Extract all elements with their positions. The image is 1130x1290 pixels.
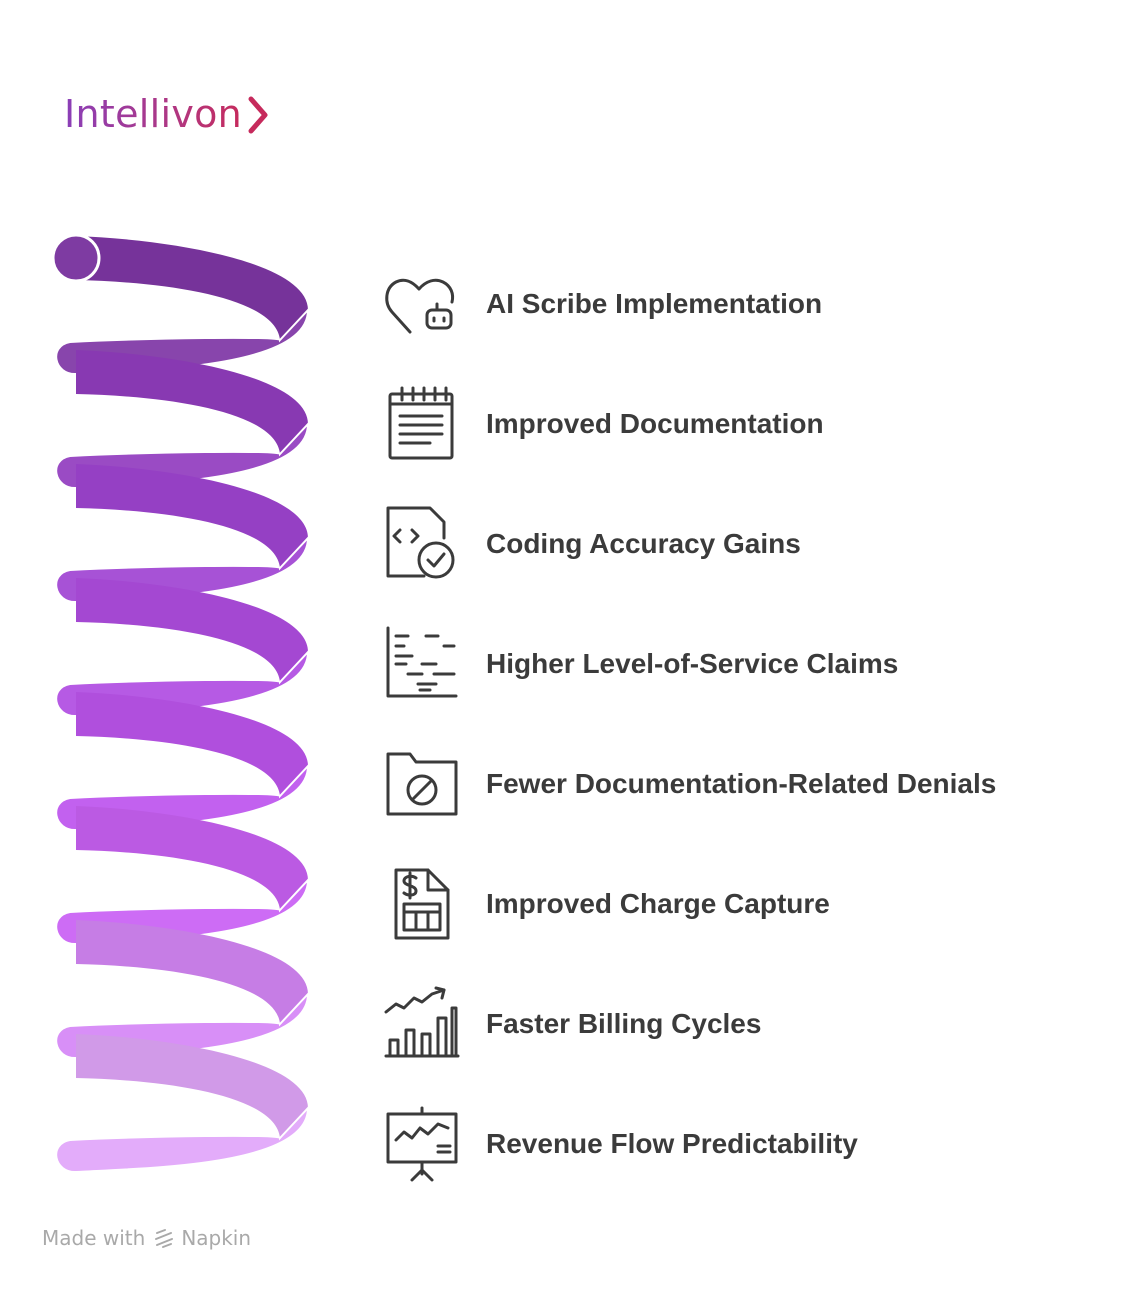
step-label: Improved Charge Capture [486,888,830,919]
brand-logo: Intellivon [64,92,270,136]
spring-back-wrap [76,350,308,454]
brand-name: Intellivon [64,92,243,136]
spring-back-wrap [76,464,308,568]
spring-back-wrap [76,1034,308,1138]
step-fewer-denials: Fewer Documentation-Related Denials [382,744,1082,824]
step-faster-billing: Faster Billing Cycles [382,984,1082,1064]
napkin-brand: Napkin [181,1226,252,1250]
growth-bar-chart-icon [384,986,460,1058]
step-coding-accuracy: Coding Accuracy Gains [382,504,1082,584]
spring-back-wrap [76,236,308,340]
spring-front-wrap [55,1105,310,1174]
spring-coil [51,233,310,1174]
spring-back-wrap [76,806,308,910]
step-label: AI Scribe Implementation [486,288,823,319]
spring-segment [55,1034,310,1174]
step-documentation: Improved Documentation [382,384,1082,464]
folder-blocked-icon [386,752,458,816]
code-file-check-icon [386,506,455,579]
step-charge-capture: Improved Charge Capture [382,864,1082,944]
spring-back-wrap [76,692,308,796]
spring-back-wrap [76,920,308,1024]
gantt-chart-icon [386,626,458,698]
notepad-icon [388,386,454,460]
made-with-footer: Made with Napkin [42,1226,251,1250]
step-ai-scribe: AI Scribe Implementation [382,264,1082,344]
chevron-right-icon [248,96,268,134]
invoice-dollar-icon [394,868,450,940]
spring-back-wrap [76,578,308,682]
step-label: Revenue Flow Predictability [486,1128,858,1159]
step-level-of-service: Higher Level-of-Service Claims [382,624,1082,704]
spring-start-cap [51,233,101,283]
napkin-logo-icon [155,1229,174,1248]
step-label: Fewer Documentation-Related Denials [486,768,997,799]
step-label: Faster Billing Cycles [486,1008,762,1039]
step-revenue-flow: Revenue Flow Predictability [382,1104,1082,1184]
step-label: Improved Documentation [486,408,824,439]
step-label: Higher Level-of-Service Claims [486,648,899,679]
made-with-label: Made with [42,1226,146,1250]
heart-robot-icon [385,278,455,334]
step-label: Coding Accuracy Gains [486,528,801,559]
presentation-board-icon [386,1106,458,1182]
